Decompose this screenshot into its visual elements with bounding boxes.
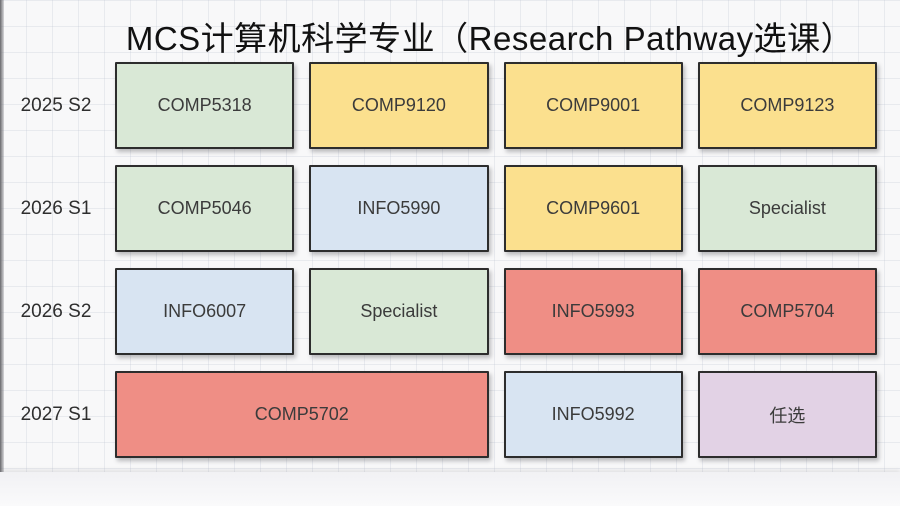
page-bottom-edge bbox=[0, 472, 900, 506]
course-code: COMP9601 bbox=[546, 198, 641, 218]
semester-label: 2026 S2 bbox=[20, 300, 92, 322]
course-code: COMP5046 bbox=[157, 198, 252, 218]
course-code: Specialist bbox=[360, 301, 438, 321]
course-box: INFO5990 bbox=[309, 165, 489, 252]
course-box: COMP9123 bbox=[697, 62, 877, 149]
semester-label: 2026 S1 bbox=[20, 197, 92, 219]
semester-label: 2025 S2 bbox=[20, 94, 92, 116]
course-code: Specialist bbox=[748, 198, 826, 218]
page-left-edge bbox=[0, 0, 4, 476]
course-box: Specialist bbox=[309, 268, 489, 355]
course-box: COMP9001 bbox=[503, 62, 683, 149]
course-code: INFO5993 bbox=[551, 301, 635, 321]
course-code: INFO5990 bbox=[357, 198, 441, 218]
diagram-title: MCS计算机科学专业（Research Pathway选课） bbox=[125, 20, 855, 57]
course-box: COMP9601 bbox=[503, 165, 683, 252]
course-box: COMP5318 bbox=[115, 62, 295, 149]
course-box: 任选 bbox=[697, 371, 877, 458]
course-code: COMP9123 bbox=[740, 95, 835, 115]
semester-row: 2026 S1 COMP5046 INFO5990 COMP9601 Specialis… bbox=[0, 165, 877, 252]
semester-row: 2027 S1 COMP5702 INFO5992 任选 bbox=[0, 371, 877, 458]
course-code: COMP9120 bbox=[351, 95, 446, 115]
course-box: COMP5702 bbox=[115, 371, 489, 458]
course-code: COMP5318 bbox=[157, 95, 252, 115]
course-code: COMP5702 bbox=[254, 404, 349, 424]
semester-row: 2025 S2 COMP5318 COMP9120 COMP9001 COMP9123 bbox=[0, 62, 877, 149]
course-code: COMP9001 bbox=[546, 95, 641, 115]
course-box: INFO6007 bbox=[115, 268, 295, 355]
course-code: INFO5992 bbox=[551, 404, 635, 424]
course-code: COMP5704 bbox=[740, 301, 835, 321]
course-box: INFO5992 bbox=[503, 371, 683, 458]
course-code: INFO6007 bbox=[163, 301, 247, 321]
course-code: 任选 bbox=[769, 405, 806, 426]
semester-row: 2026 S2 INFO6007 Specialist INFO5993 COMP570… bbox=[0, 268, 877, 355]
course-box: COMP5704 bbox=[697, 268, 877, 355]
course-box: COMP5046 bbox=[115, 165, 295, 252]
course-box: COMP9120 bbox=[309, 62, 489, 149]
semester-label: 2027 S1 bbox=[20, 403, 92, 425]
course-box: Specialist bbox=[697, 165, 877, 252]
course-box: INFO5993 bbox=[503, 268, 683, 355]
